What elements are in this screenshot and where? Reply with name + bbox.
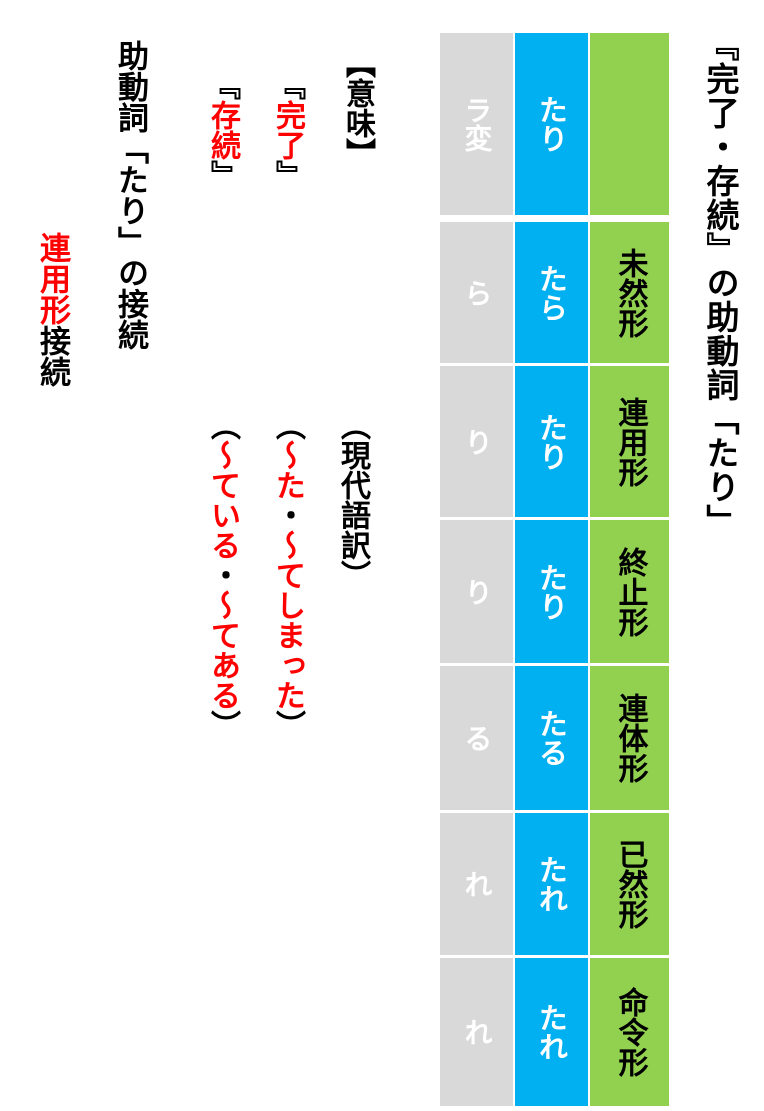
- form-label: 終止形: [612, 546, 648, 637]
- meaning-heading: 【意味】: [340, 48, 375, 168]
- table-row-word-cell: たり: [515, 520, 588, 663]
- translation-heading: （現代語訳）: [335, 410, 370, 590]
- form-label: 未然形: [612, 247, 648, 338]
- form-label: 命令形: [612, 987, 648, 1077]
- header-type-cell: ラ変: [440, 33, 513, 215]
- word-label: たれ: [534, 855, 569, 913]
- translation-text: 〜ている: [205, 440, 240, 560]
- separator-dot: ・: [270, 500, 305, 530]
- bracket-open: 『: [270, 70, 305, 100]
- word-label: たれ: [534, 1003, 569, 1061]
- header-word-cell: たり: [515, 33, 588, 215]
- table-row-form-cell: 終止形: [590, 520, 669, 663]
- ending-label: り: [460, 427, 494, 456]
- connection-heading: 助動詞「たり」の接続: [112, 40, 148, 350]
- separator-dot: ・: [205, 560, 240, 590]
- translation-item-1: （〜た・〜てしまった）: [265, 410, 309, 740]
- table-row-word-cell: たり: [515, 366, 588, 517]
- page-title: 『完了・存続』の助動詞「たり」: [701, 28, 740, 538]
- translation-text: 〜てある: [205, 590, 240, 710]
- bracket-close: 』: [205, 160, 240, 190]
- translation-item-2: （〜ている・〜てある）: [200, 410, 244, 740]
- table-row-form-cell: 連体形: [590, 666, 669, 810]
- form-label: 連体形: [612, 693, 648, 783]
- table-row-ending-cell: り: [440, 366, 513, 517]
- translation-text: 〜た: [270, 440, 305, 500]
- table-row-ending-cell: る: [440, 666, 513, 810]
- word-label: たら: [534, 263, 569, 322]
- word-label: たり: [534, 562, 569, 621]
- ending-label: ら: [460, 278, 494, 307]
- connection-suffix: 接続: [34, 325, 70, 387]
- header-form-cell: [590, 33, 669, 215]
- ending-label: る: [460, 724, 494, 752]
- table-row-form-cell: 已然形: [590, 813, 669, 955]
- connection-value: 連用形接続: [30, 232, 75, 387]
- form-label: 連用形: [612, 396, 648, 487]
- word-label: たり: [534, 412, 569, 471]
- table-row-ending-cell: ら: [440, 222, 513, 363]
- table-row-word-cell: たる: [515, 666, 588, 810]
- table-row-word-cell: たら: [515, 222, 588, 363]
- table-row-ending-cell: れ: [440, 813, 513, 955]
- paren-close: ）: [205, 710, 240, 740]
- ending-label: り: [460, 577, 494, 606]
- paren-open: （: [205, 410, 240, 440]
- table-row-form-cell: 命令形: [590, 958, 669, 1106]
- meaning-term: 存続: [205, 100, 240, 160]
- table-row-ending-cell: れ: [440, 958, 513, 1106]
- ending-label: れ: [460, 870, 494, 898]
- connection-form: 連用形: [34, 232, 70, 325]
- paren-close: ）: [270, 710, 305, 740]
- table-row-form-cell: 未然形: [590, 222, 669, 363]
- table-row-form-cell: 連用形: [590, 366, 669, 517]
- conjugation-table: ラ変 たり ら たら 未然形 り たり 連用形 り たり 終止形 る たる 連体…: [440, 33, 670, 1106]
- meaning-item-sonzoku: 『存続』: [200, 70, 244, 190]
- header-word-label: たり: [534, 95, 569, 153]
- table-row-word-cell: たれ: [515, 813, 588, 955]
- table-row-ending-cell: り: [440, 520, 513, 663]
- table-row-word-cell: たれ: [515, 958, 588, 1106]
- bracket-open: 『: [205, 70, 240, 100]
- word-label: たる: [534, 709, 569, 767]
- form-label: 已然形: [612, 839, 648, 929]
- meaning-item-kanryo: 『完了』: [265, 70, 309, 190]
- paren-open: （: [270, 410, 305, 440]
- bracket-close: 』: [270, 160, 305, 190]
- translation-text: 〜てしまった: [270, 530, 305, 710]
- meaning-term: 完了: [270, 100, 305, 160]
- ending-label: れ: [460, 1018, 494, 1046]
- header-type-label: ラ変: [460, 96, 494, 152]
